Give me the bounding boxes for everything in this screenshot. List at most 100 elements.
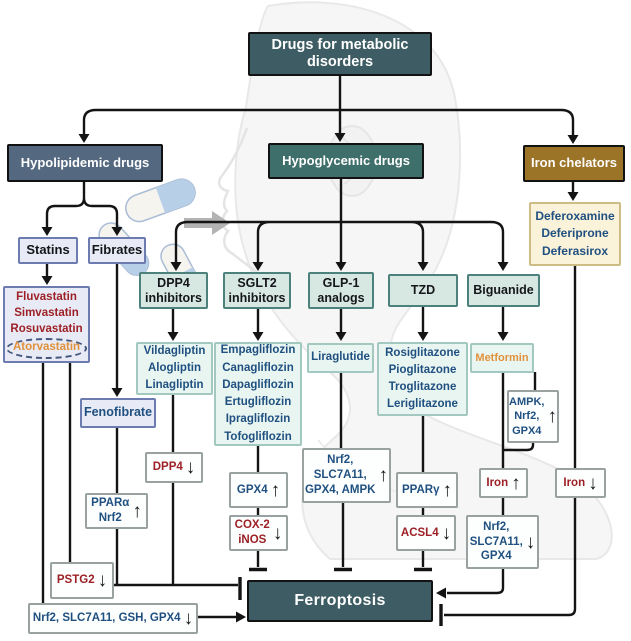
effect-cox2-inos-down: COX-2 iNOS ↓	[229, 515, 288, 551]
effect-label: ACSL4	[400, 526, 439, 539]
drug-name: Fenofibrate	[83, 405, 153, 420]
effect-dpp4-down: DPP4 ↓	[145, 452, 203, 483]
drug-name: Vildagliptin	[143, 344, 206, 357]
iron-chelator-drug-list: Deferoxamine Deferiprone Deferasirox	[529, 202, 621, 266]
class-label: SGLT2 inhibitors	[228, 275, 286, 305]
category-label: Hypolipidemic drugs	[20, 154, 150, 170]
category-iron-chelators: Iron chelators	[523, 145, 625, 182]
down-arrow-icon: ↓	[97, 570, 108, 591]
up-arrow-icon: ↑	[132, 500, 142, 522]
up-arrow-icon: ↑	[378, 465, 389, 486]
node-label: Statins	[26, 242, 70, 258]
drug-name: Simvastatin	[14, 307, 79, 320]
effect-label: COX-2	[234, 519, 270, 532]
drug-name: Deferiprone	[541, 226, 609, 241]
down-arrow-icon: ↓	[525, 531, 536, 553]
effect-label: Nrf2,	[483, 520, 510, 533]
effect-label: AMPK,	[509, 396, 545, 409]
effect-label: Nrf2	[98, 512, 122, 524]
down-arrow-icon: ↓	[185, 457, 196, 478]
effect-label: PPARγ	[402, 483, 440, 496]
effect-label: Nrf2,	[514, 410, 540, 423]
root-label: Drugs for metabolic disorders	[271, 37, 409, 70]
category-hypoglycemic: Hypoglycemic drugs	[268, 143, 424, 179]
effect-pparg-up: PPARγ ↑	[396, 472, 458, 508]
effect-ampk-pathway-up: AMPK, Nrf2, GPX4 ↑	[507, 390, 559, 443]
node-label: Fibrates	[91, 242, 143, 258]
effect-label: SLC7A11,	[313, 469, 367, 482]
class-biguanide: Biguanide	[467, 274, 540, 307]
effect-iron-down: Iron ↓	[555, 468, 606, 498]
up-arrow-icon: ↑	[270, 479, 281, 501]
effect-label: Nrf2,	[327, 454, 354, 467]
inhibition-t-bars	[238, 567, 443, 626]
highlighted-drug-atorvastatin: Atorvastatin	[5, 337, 88, 359]
effect-iron-up: Iron ↑	[479, 468, 528, 498]
drug-name: Rosiglitazone	[385, 346, 460, 359]
node-statins: Statins	[18, 237, 78, 264]
outcome-ferroptosis: Ferroptosis	[247, 580, 433, 622]
effect-statins-pathway-down: Nrf2, SLC7A11, GSH, GPX4 ↓	[28, 603, 198, 634]
pill-capsule-icon	[125, 178, 196, 223]
effect-label: GPX4	[512, 424, 542, 437]
outcome-label: Ferroptosis	[294, 591, 386, 609]
effect-label: PPARα	[91, 497, 130, 510]
category-label: Iron chelators	[531, 155, 617, 171]
tzd-drug-list: Rosiglitazone Pioglitazone Troglitazone …	[377, 342, 468, 416]
class-glp1-analogs: GLP-1 analogs	[308, 272, 374, 309]
effect-acsl4-down: ACSL4 ↓	[396, 515, 456, 551]
class-sglt2-inhibitors: SGLT2 inhibitors	[223, 272, 291, 309]
drug-name: Rosuvastatin	[10, 323, 83, 335]
up-arrow-icon: ↑	[442, 479, 453, 501]
effect-pstg2-down: PSTG2 ↓	[50, 562, 114, 599]
glp1-drug-list: Liraglutide	[307, 343, 374, 373]
drug-name: Canagliflozin	[222, 361, 294, 374]
class-label: TZD	[410, 283, 436, 297]
class-label: DPP4 inhibitors	[145, 275, 202, 305]
drug-name: Troglitazone	[388, 381, 457, 393]
drug-name: Ertugliflozin	[224, 396, 292, 408]
effect-metformin-pathway-down: Nrf2, SLC7A11, GPX4 ↓	[466, 515, 539, 569]
up-arrow-icon: ↑	[511, 472, 521, 494]
drug-name: Leriglitazone	[387, 398, 458, 411]
effect-label: iNOS	[238, 534, 267, 546]
down-arrow-icon: ↓	[183, 608, 194, 629]
effect-label: Nrf2, SLC7A11, GSH, GPX4	[32, 612, 181, 625]
biguanide-drug-metformin: Metformin	[470, 343, 534, 373]
drug-name: Pioglitazone	[388, 363, 457, 376]
flow-lines	[41, 76, 577, 619]
effect-ppara-nrf2-up: PPARα Nrf2 ↑	[85, 493, 148, 529]
statin-drug-list: Fluvastatin Simvastatin Rosuvastatin Ato…	[3, 286, 90, 363]
class-dpp4-inhibitors: DPP4 inhibitors	[139, 272, 208, 309]
drug-name: Fluvastatin	[16, 291, 77, 304]
down-arrow-icon: ↓	[272, 522, 283, 544]
effect-label: GPX4	[480, 550, 512, 563]
drug-name: Deferoxamine	[535, 208, 615, 223]
drug-name: Linagliptin	[145, 379, 204, 392]
effect-label: Iron	[563, 476, 586, 489]
drug-name: Empagliflozin	[220, 344, 296, 357]
effect-label: PSTG2	[56, 574, 95, 587]
effect-glp1-pathway-up: Nrf2, SLC7A11, GPX4, AMPK ↑	[302, 448, 391, 503]
class-label: GLP-1 analogs	[317, 275, 365, 305]
drug-name: Metformin	[475, 351, 529, 364]
sglt2-drug-list: Empagliflozin Canagliflozin Dapagliflozi…	[214, 342, 302, 446]
down-arrow-icon: ↓	[441, 522, 452, 544]
node-fenofibrate: Fenofibrate	[80, 398, 156, 428]
drug-name: Liraglutide	[311, 351, 370, 364]
effect-label: GPX4, AMPK	[304, 483, 376, 496]
drug-name: Deferasirox	[541, 243, 609, 258]
class-label: Biguanide	[473, 283, 534, 297]
effect-label: DPP4	[152, 461, 183, 474]
root-node: Drugs for metabolic disorders	[248, 32, 432, 76]
down-arrow-icon: ↓	[588, 472, 598, 494]
effect-label: SLC7A11,	[469, 535, 523, 548]
effect-label: Iron	[486, 476, 509, 489]
drug-name: Dapagliflozin	[222, 378, 294, 391]
arrowheads	[41, 133, 579, 623]
class-tzd: TZD	[388, 274, 458, 307]
effect-label: GPX4	[236, 483, 268, 496]
category-hypolipidemic: Hypolipidemic drugs	[7, 144, 163, 182]
drug-name: Ipragliflozin	[225, 413, 291, 426]
